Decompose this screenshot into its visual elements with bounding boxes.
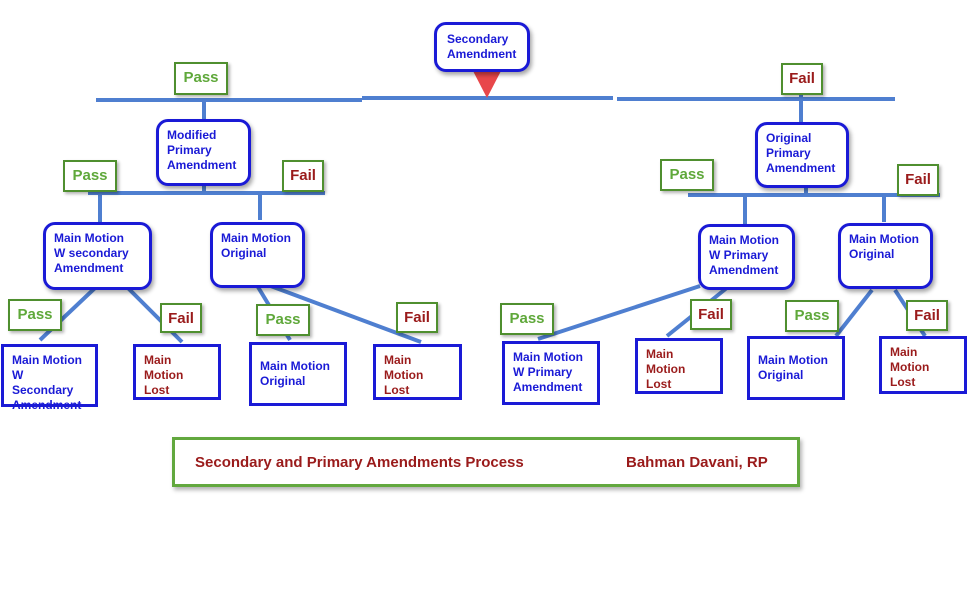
connector: [537, 284, 701, 341]
main-motion-original-node: Main Motion Original: [210, 222, 305, 288]
pointer-arrow-icon: [472, 69, 502, 98]
pass-tag: Pass: [660, 159, 714, 191]
main-motion-original-node: Main Motion Original: [838, 223, 933, 289]
pass-tag: Pass: [785, 300, 839, 332]
fail-tag: Fail: [897, 164, 939, 196]
main-motion-original-leaf: Main Motion Original: [747, 336, 845, 400]
main-motion-w-secondary-amendment-node: Main Motion W secondary Amendment: [43, 222, 152, 290]
fail-tag: Fail: [282, 160, 324, 192]
caption-title: Secondary and Primary Amendments Process: [195, 454, 524, 471]
fail-tag: Fail: [781, 63, 823, 95]
connector: [38, 286, 97, 342]
secondary-amendment-node: Secondary Amendment: [434, 22, 530, 72]
pass-tag: Pass: [500, 303, 554, 335]
main-motion-lost-leaf: Main Motion Lost: [133, 344, 221, 400]
connector: [267, 283, 422, 344]
fail-tag: Fail: [160, 303, 202, 333]
main-motion-w-primary-amendment-leaf: Main Motion W Primary Amendment: [502, 341, 600, 405]
fail-tag: Fail: [906, 300, 948, 331]
pass-tag: Pass: [8, 299, 62, 331]
pass-tag: Pass: [174, 62, 228, 95]
fail-tag: Fail: [396, 302, 438, 333]
modified-primary-amendment-node: Modified Primary Amendment: [156, 119, 251, 186]
diagram-caption: Secondary and Primary Amendments Process…: [172, 437, 800, 487]
main-motion-w-primary-amendment-node: Main Motion W Primary Amendment: [698, 224, 795, 290]
connector: [126, 286, 184, 344]
pass-tag: Pass: [63, 160, 117, 192]
main-motion-lost-leaf: Main Motion Lost: [635, 338, 723, 394]
main-motion-w-secondary-amendment-leaf: Main Motion W Secondary Amendment: [1, 344, 98, 412]
caption-author: Bahman Davani, RP: [626, 454, 768, 471]
main-motion-original-leaf: Main Motion Original: [249, 342, 347, 406]
pass-tag: Pass: [256, 304, 310, 336]
original-primary-amendment-node: Original Primary Amendment: [755, 122, 849, 188]
main-motion-lost-leaf: Main Motion Lost: [373, 344, 462, 400]
main-motion-lost-leaf: Main Motion Lost: [879, 336, 967, 394]
connector: [834, 288, 874, 338]
fail-tag: Fail: [690, 299, 732, 330]
